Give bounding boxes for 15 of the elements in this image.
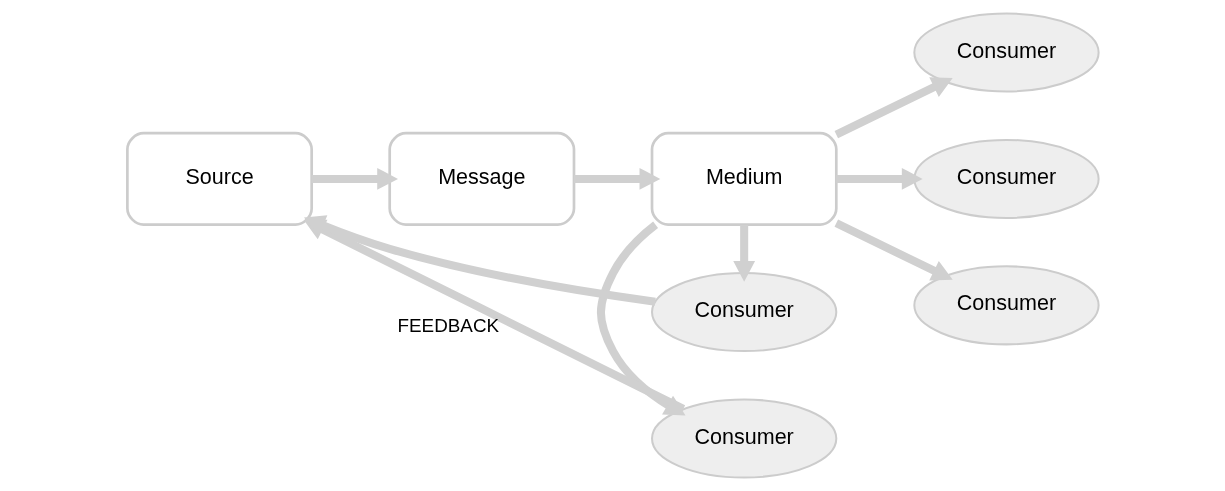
node-ellipse: Consumer [650, 398, 837, 479]
edge-label: FEEDBACK [397, 314, 499, 336]
node-ellipse: Consumer [650, 272, 837, 353]
arrow [834, 77, 953, 139]
node-ellipse: Consumer [912, 265, 1100, 346]
arrow [573, 168, 660, 190]
node-box: Message [387, 131, 575, 226]
node-ellipse: Consumer [912, 12, 1100, 93]
arrow [732, 224, 755, 282]
arrow [835, 168, 923, 190]
node-box: Medium [650, 131, 838, 226]
node-ellipse: Consumer [912, 138, 1100, 219]
arrow [311, 168, 398, 190]
arrow [834, 219, 953, 281]
node-box: Source [125, 131, 313, 226]
